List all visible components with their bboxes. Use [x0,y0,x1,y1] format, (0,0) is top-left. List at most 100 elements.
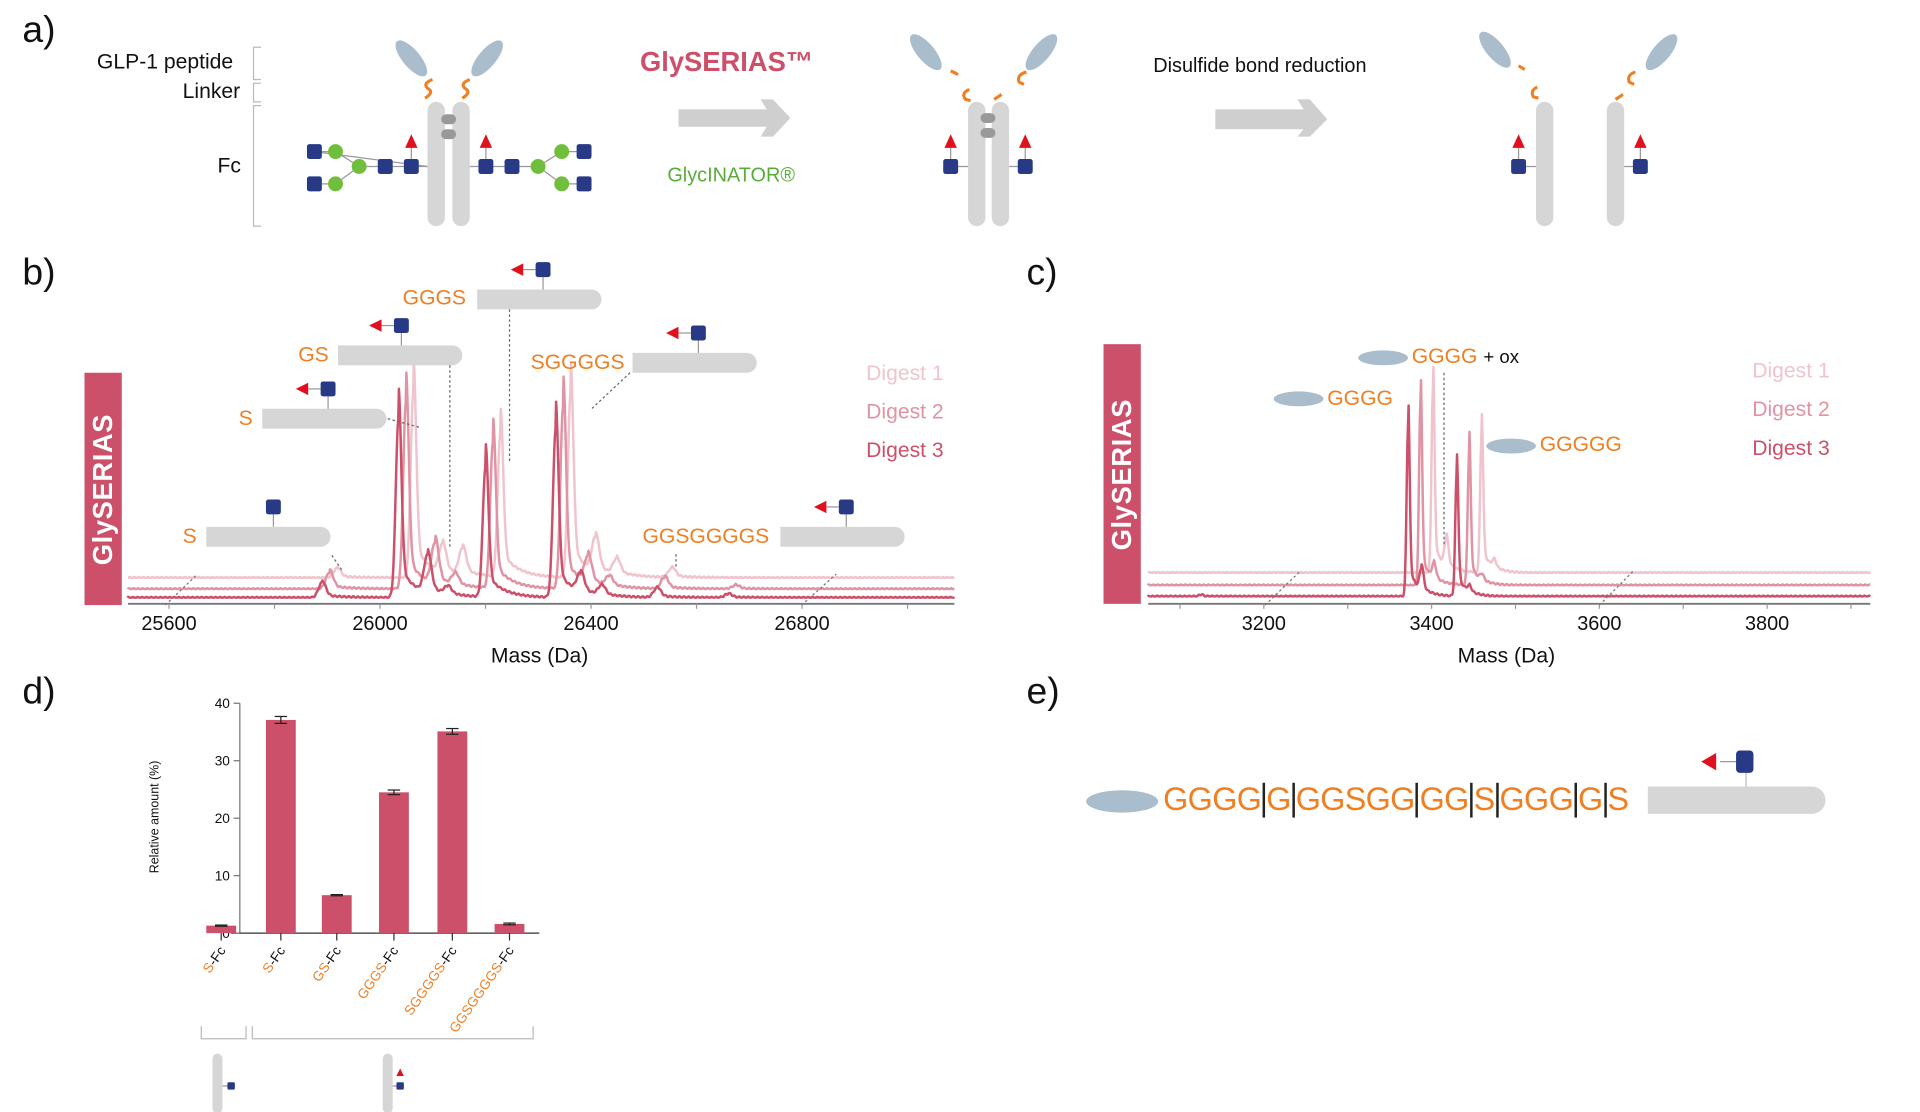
fc-chain-icon [780,526,905,547]
bracket-glp1 [252,46,261,81]
bracket-linker [252,82,261,103]
sequence-segment: GGGG [1163,780,1262,818]
fucose-icon [510,263,524,276]
chart-c-xlabel: Mass (Da) [1457,643,1556,668]
chart-b-xlabel: Mass (Da) [490,643,589,668]
fc-chain-icon [262,408,387,429]
linker-fragment-icon [1016,70,1027,86]
bracket-label-glp1: GLP-1 peptide [96,49,234,74]
fc-chain-icon [212,1053,223,1112]
fc-chain-icon [1647,786,1826,814]
glp1-peptide-icon [1358,350,1408,366]
peak-label-ggsggggs: GGSGGGGS [642,524,770,548]
peak-label-s: S [182,524,197,548]
fucose-icon [813,500,827,514]
panel-a-label: a) [22,9,56,51]
glyserias-side-bar: GlySERIAS [1103,344,1141,604]
linker-fragment-icon [962,88,971,103]
cleavage-site-marker [1415,782,1419,818]
fc-chain-icon [452,101,470,227]
peak-annotation [338,318,463,547]
disulfide-bond-icon [980,113,996,124]
step-label-disulfide-reduction: Disulfide bond reduction [1153,55,1367,78]
x-tick-label: 25600 [141,613,196,635]
y-tick-label: 0 [222,926,230,941]
enzyme-title-glyserias: GlySERIAS™ [639,45,814,78]
glp1-peptide-icon [1273,391,1324,407]
process-arrow-1-icon [678,99,791,137]
fc-chain-icon [206,526,331,547]
glp1-peptide-icon [1086,790,1159,813]
fucose-icon [369,319,382,332]
legend-c-digest2: Digest 2 [1752,397,1830,422]
x-tick-label: 3600 [1577,613,1621,635]
perspective-guide [1264,571,1301,606]
linker-icon [424,78,434,100]
y-tick-label: 30 [215,754,231,769]
cleavage-site-marker [1291,782,1295,818]
peak-label-gs: GS [298,342,329,367]
glyserias-side-bar: GlySERIAS [84,372,122,606]
fc-chain-icon [1606,101,1625,227]
cleavage-site-marker [1495,782,1499,818]
legend-b-digest3: Digest 3 [866,438,944,463]
cleavage-site-marker [1574,782,1577,818]
legend-b-digest2: Digest 2 [866,400,944,424]
group-bracket-fuc-glcnac [251,1026,534,1040]
linker-fragment-icon [1614,93,1624,101]
linker-fragment-icon [1530,85,1539,100]
fuc-glcnac-right-icon [1624,134,1648,174]
disulfide-bond-icon [441,114,457,125]
sequence-segment: GG [1419,780,1470,818]
molecule-intact [306,40,592,227]
region-brackets [252,46,261,227]
fc-chain-icon [427,101,445,227]
peak-annotation [675,499,905,570]
sequence-segment: GGG [1499,780,1574,818]
fc-chain-icon [1535,101,1554,227]
fuc-glcnac-left-icon [1511,134,1536,174]
sequence-segment: S [1607,780,1630,818]
bar [379,792,409,934]
sequence-segment: S [1473,780,1496,818]
glp1-peptide-icon [909,34,942,71]
fc-chain-icon [338,345,463,366]
fc-chain-icon [477,289,602,310]
molecule-cleaved [909,34,1058,227]
glp1-peptide-icon [395,40,428,77]
glp1-peptide-icon [1025,34,1058,71]
glcnac-icon [535,262,551,278]
spectrum-trace-1 [127,359,956,580]
glcnac-icon [265,499,281,515]
peak-label-suffix: + ox [1483,346,1520,368]
fuc-glcnac-left-icon [943,134,969,174]
bar [494,923,525,934]
molecule-reduced [1479,31,1678,227]
x-tick-label: 26400 [563,613,618,635]
x-tick-label: 3400 [1409,613,1453,635]
glcnac-icon [396,1082,404,1090]
linker-fragment-icon [949,69,959,76]
disulfide-bond-icon [441,129,457,140]
sequence-segment: G [1266,780,1291,818]
complex-glycan-right-icon [469,134,592,192]
fucose-icon [1701,752,1717,771]
fuc-glcnac-right-icon [1009,134,1033,174]
legend-c-digest1: Digest 1 [1752,359,1830,383]
complex-glycan-left-icon [306,134,428,192]
fucose-icon [666,326,679,340]
spectrum-trace-1 [1147,365,1872,575]
peak-label-seq: GGGG [1411,344,1478,368]
glp1-peptide-icon [1479,31,1511,68]
panel-c-label: c) [1026,252,1058,294]
peak-label-ggggg: GGGGG [1539,432,1622,456]
x-tick-label: 26000 [352,613,407,635]
x-tick-label: 3200 [1242,613,1286,635]
fc-chain-icon [991,101,1010,227]
sequence-segment: GGSGG [1295,780,1416,818]
